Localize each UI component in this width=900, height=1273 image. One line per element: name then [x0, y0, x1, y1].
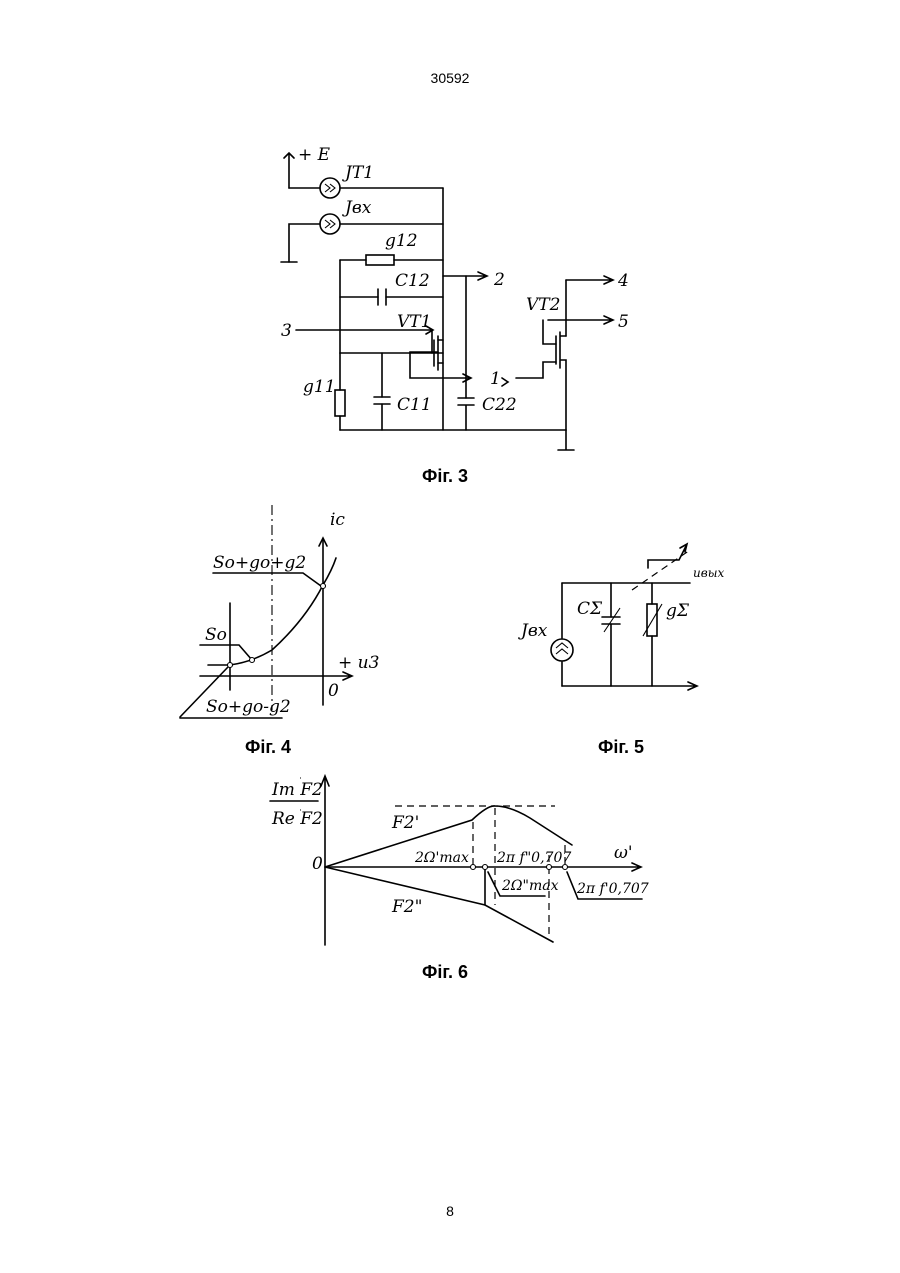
fig6-caption: Фіг. 6 — [422, 962, 468, 983]
fig6-curve-upper-label: F2' — [391, 813, 419, 833]
fig6-y-top-label: Im F2 — [271, 780, 323, 800]
fig5-cond-label: gΣ — [666, 601, 690, 621]
g12-resistor-icon — [366, 255, 394, 265]
g11-resistor-icon — [335, 390, 345, 416]
fig5-cap-label: CΣ — [577, 599, 603, 619]
fig6-omega-max2-label: 2Ω"max — [501, 878, 559, 894]
fig6-curve-lower-label: F2" — [391, 897, 422, 917]
fig6-freq2-label: 2π f'0,707 — [576, 881, 649, 897]
node-4-label: 4 — [617, 271, 629, 291]
c12-label: C12 — [395, 271, 430, 291]
fig6-y-bottom-label: Re F2 — [271, 809, 323, 829]
g12-label: g12 — [385, 231, 418, 251]
fig5-caption: Фіг. 5 — [598, 737, 644, 758]
c22-label: C22 — [482, 395, 517, 415]
fig5-source-label: Jвх — [518, 621, 548, 641]
fig4-top-point-label: So+go+g2 — [213, 553, 306, 573]
fig6-origin-label: 0 — [312, 854, 323, 874]
fig4-bottom-point-label: So+go-g2 — [206, 697, 291, 717]
g11-label: g11 — [303, 377, 336, 397]
c11-capacitor-icon — [374, 397, 390, 404]
fig3-circuit: + E JT1 Jвх g12 C12 2 3 VT1 — [281, 145, 629, 450]
supply-label: + E — [298, 145, 331, 165]
node-5-label: 5 — [618, 312, 629, 332]
vt2-label: VT2 — [526, 295, 560, 315]
c22-capacitor-icon — [458, 398, 474, 430]
c12-capacitor-icon — [378, 289, 386, 305]
fig5-cap-icon — [602, 617, 620, 624]
fig5-out-label: uвых — [693, 566, 724, 580]
fig3-caption: Фіг. 3 — [422, 466, 468, 487]
fig6-x-label: ω' — [614, 843, 633, 863]
jt1-label: JT1 — [342, 163, 374, 183]
node-1-label: 1 — [490, 369, 501, 389]
fig6-graph: Im F2 Re F2 0 ω' F2' F2" 2Ω'max 2π f"0,7… — [270, 776, 649, 945]
fig4-graph: ic + u3 0 So+go+g2 So So+go-g2 — [180, 505, 379, 718]
jin-label: Jвх — [342, 198, 372, 218]
vt1-label: VT1 — [397, 312, 431, 332]
fig4-y-label: ic — [330, 510, 345, 530]
page-number: 8 — [0, 1203, 900, 1219]
node-2-label: 2 — [493, 270, 505, 290]
fig4-origin-label: 0 — [328, 681, 339, 701]
fig4-x-label: + u3 — [338, 653, 379, 673]
node-3-label: 3 — [281, 321, 292, 341]
fig4-mid-point-label: So — [205, 625, 227, 645]
fig6-omega-max1-label: 2Ω'max — [414, 850, 469, 866]
fig5-circuit: Jвх CΣ gΣ uвых — [518, 544, 724, 690]
c11-label: C11 — [397, 395, 432, 415]
fig4-caption: Фіг. 4 — [245, 737, 291, 758]
fig6-freq1-label: 2π f"0,707 — [496, 850, 571, 866]
